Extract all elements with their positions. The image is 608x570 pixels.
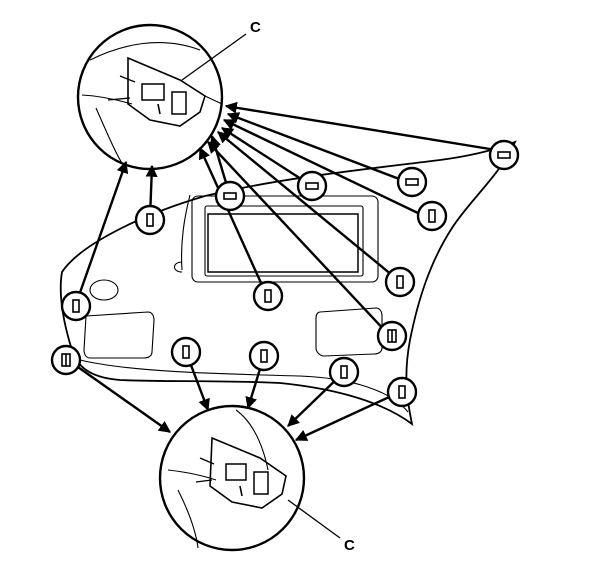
clip-icon <box>376 320 408 352</box>
clip-icon <box>252 280 284 312</box>
clip-icon <box>170 336 202 368</box>
top-detail-label: C <box>250 19 261 36</box>
clip-icon <box>50 344 82 376</box>
clip-icon <box>416 200 448 232</box>
bottom-detail-view <box>158 404 306 552</box>
bottom-label-leader <box>287 499 341 539</box>
trim-panel <box>59 140 517 427</box>
clip-icon <box>214 180 246 212</box>
clip-icon <box>296 170 328 202</box>
clip-icon <box>328 356 360 388</box>
clip-markers <box>50 139 520 408</box>
clip-icon <box>384 266 416 298</box>
clip-icon <box>60 290 92 322</box>
clip-icon <box>134 204 166 236</box>
bottom-detail-label: C <box>344 537 355 554</box>
clip-icon <box>386 376 418 408</box>
clip-icon <box>248 340 280 372</box>
clip-icon <box>396 166 428 198</box>
top-detail-view <box>76 23 224 171</box>
clip-icon <box>488 139 520 171</box>
top-label-leader <box>181 33 247 81</box>
